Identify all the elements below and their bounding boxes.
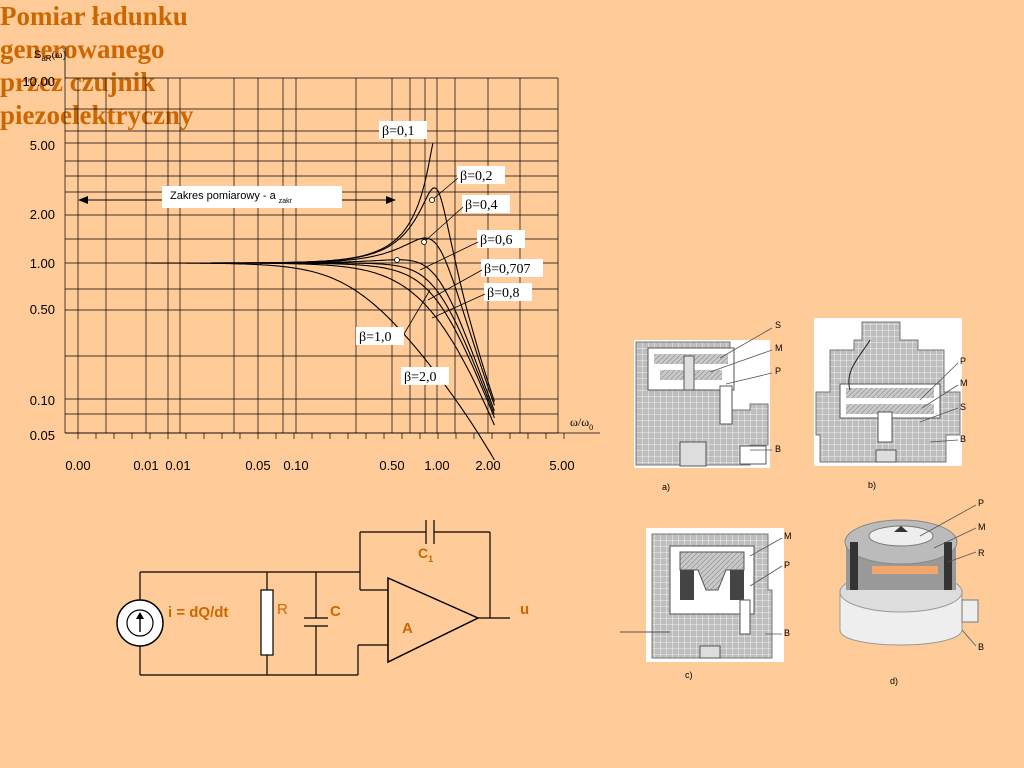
charge-amplifier-circuit: i = dQ/dt R C C1 A u	[116, 520, 529, 676]
response-curves	[145, 143, 495, 461]
sensor-b-label: B	[960, 434, 966, 444]
x-axis-label: ω/ω0	[570, 415, 593, 432]
sensor-d-label: P	[978, 498, 984, 508]
x-tick-label: 0.01	[133, 458, 158, 473]
x-tick-label: 5.00	[549, 458, 574, 473]
sensor-d-label: B	[978, 642, 984, 652]
peak-markers	[394, 197, 435, 263]
y-tick-label: 2.00	[30, 207, 55, 222]
y-tick-label: 10.00	[22, 74, 55, 89]
sensor-d-label: M	[978, 522, 986, 532]
sensor-a-caption: a)	[662, 482, 670, 492]
sensor-a: S M P B a)	[634, 320, 783, 492]
sensor-b-caption: b)	[868, 480, 876, 490]
title-line-3: przez czujnik	[0, 67, 156, 97]
output-label: u	[520, 601, 529, 618]
x-tick-label: 0.10	[283, 458, 308, 473]
capacitor-label: C	[330, 603, 341, 620]
sensor-b-label: M	[960, 378, 968, 388]
beta-label: β=0,4	[465, 198, 498, 213]
beta-label: β=0,2	[460, 169, 493, 184]
beta-label: β=0,8	[487, 286, 520, 301]
beta-label: β=0,707	[484, 262, 531, 277]
title-line-2: generowanego	[0, 34, 165, 64]
x-tick-label: 0.00	[65, 458, 90, 473]
x-tick-label: 2.00	[475, 458, 500, 473]
feedback-capacitor-label: C1	[418, 545, 433, 564]
x-tick-label: 0.05	[245, 458, 270, 473]
y-tick-label: 0.50	[30, 302, 55, 317]
label-leaders	[403, 177, 486, 335]
response-curve	[145, 259, 495, 412]
sensor-b-label: S	[960, 402, 966, 412]
beta-label: β=0,1	[382, 124, 415, 139]
y-tick-label: 0.10	[30, 393, 55, 408]
source-label: i = dQ/dt	[168, 604, 228, 621]
sensor-a-label: B	[775, 444, 781, 454]
title-line-1: Pomiar ładunku	[0, 1, 188, 31]
sensor-c-label: P	[784, 560, 790, 570]
beta-label: β=0,6	[480, 233, 513, 248]
sensor-c-label: M	[784, 531, 792, 541]
sensor-a-label: S	[775, 320, 781, 330]
sensor-c-caption: c)	[685, 670, 693, 680]
slide-title: Pomiar ładunku generowanego przez czujni…	[0, 0, 300, 132]
current-source	[116, 599, 164, 647]
amplifier-symbol	[387, 576, 480, 664]
y-tick-label: 5.00	[30, 138, 55, 153]
title-line-4: piezoelektryczny	[0, 100, 194, 130]
response-curve	[145, 262, 495, 426]
sensor-a-label: P	[775, 366, 781, 376]
response-curve	[145, 262, 495, 419]
resistor-label: R	[277, 601, 288, 618]
sensor-c: M P B c)	[620, 528, 792, 680]
sensor-b: P M S B b)	[814, 318, 968, 490]
chart-grid	[64, 46, 600, 439]
y-tick-label: 1.00	[30, 256, 55, 271]
sensor-c-label: B	[784, 628, 790, 638]
frequency-response-chart: SaR(ω) ω/ω0 10.00 5.00 2.00 1.00 0.50 0.…	[22, 46, 600, 473]
x-tick-label: 1.00	[424, 458, 449, 473]
sensor-d-label: R	[978, 548, 985, 558]
amplifier-label: A	[402, 620, 413, 637]
y-tick-label: 0.05	[30, 428, 55, 443]
sensor-d: P M R B d)	[839, 498, 986, 686]
sensor-a-label: M	[775, 343, 783, 353]
sensor-d-caption: d)	[890, 676, 898, 686]
sensor-b-label: P	[960, 356, 966, 366]
x-tick-label: 0.50	[379, 458, 404, 473]
beta-label: β=2,0	[404, 370, 437, 385]
resistor-symbol	[260, 589, 274, 656]
sensor-drawings: S M P B a) P M S B b)	[620, 318, 986, 686]
y-axis-label: SaR(ω)	[34, 49, 66, 63]
x-tick-label: 0.01	[165, 458, 190, 473]
beta-label: β=1,0	[359, 330, 392, 345]
beta-labels: β=0,1 β=0,2 β=0,4 β=0,6 β=0,707 β=0,8 β=…	[356, 121, 543, 385]
